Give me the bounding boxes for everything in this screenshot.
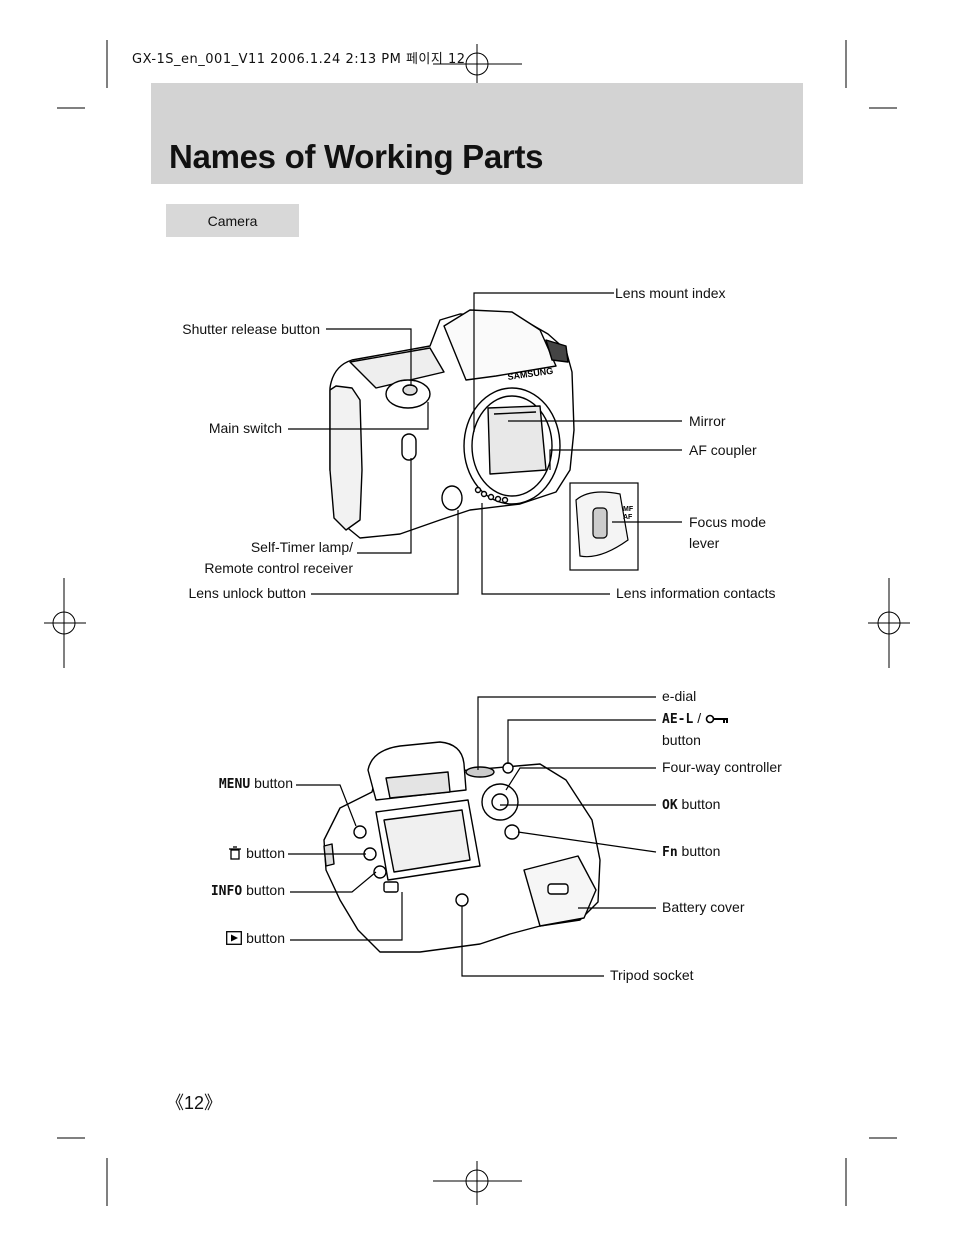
leader-menu: [296, 784, 357, 827]
info-button-shape: [373, 865, 387, 879]
play-icon: [226, 931, 243, 945]
ok-symbol: OK: [662, 798, 678, 813]
leader-ael: [507, 719, 656, 764]
ael-symbol: AE-L: [662, 712, 694, 727]
lens-unlock-shape: [441, 485, 463, 511]
ok-button-shape: [491, 793, 509, 811]
leader-lens-unlock: [311, 510, 459, 595]
page-title: Names of Working Parts: [169, 138, 544, 175]
label-lens-mount-index: Lens mount index: [615, 285, 726, 301]
label-tripod-socket: Tripod socket: [610, 967, 694, 983]
leader-four-way: [505, 767, 656, 791]
registration-mark-icon: [44, 578, 86, 668]
tripod-socket-shape: [455, 893, 469, 907]
label-mirror: Mirror: [689, 413, 726, 429]
registration-mark-icon: [433, 44, 522, 84]
label-fn-button: button: [681, 843, 721, 859]
leader-main-switch: [288, 402, 429, 430]
section-tab: Camera: [166, 204, 299, 237]
print-slug: GX-1S_en_001_V11 2006.1.24 2:13 PM 페이지 1…: [132, 52, 466, 67]
fn-symbol: Fn: [662, 845, 678, 860]
leader-fn: [517, 831, 657, 853]
leader-shutter-release: [326, 328, 412, 386]
label-shutter-release: Shutter release button: [182, 321, 320, 337]
label-ok-button: button: [681, 796, 721, 812]
label-battery-cover: Battery cover: [662, 899, 745, 915]
mirror-shape: [487, 405, 547, 475]
menu-button-shape: [353, 825, 367, 839]
label-self-timer-1: Self-Timer lamp/: [250, 539, 353, 555]
play-button-shape: [383, 881, 399, 893]
label-ael-button: button: [662, 732, 701, 748]
label-lens-info: Lens information contacts: [616, 585, 776, 601]
label-delete-button: button: [246, 845, 285, 861]
ael-separator: /: [697, 710, 702, 726]
leader-af-coupler: [549, 449, 682, 470]
grip: [329, 385, 363, 531]
leader-info: [290, 871, 377, 893]
leader-tripod: [461, 906, 604, 977]
info-symbol: INFO: [210, 884, 243, 899]
label-four-way: Four-way controller: [662, 759, 782, 775]
label-focus-mode-1: Focus mode: [689, 514, 767, 530]
header-band: [151, 83, 803, 184]
leader-lens-mount-index: [473, 292, 614, 432]
registration-mark-icon: [868, 578, 910, 668]
menu-symbol: MENU: [218, 777, 251, 792]
label-lens-unlock: Lens unlock button: [188, 585, 306, 601]
ael-button-shape: [502, 762, 514, 774]
registration-mark-icon: [433, 1161, 522, 1205]
af-label: AF: [623, 514, 633, 521]
label-play-button: button: [246, 930, 285, 946]
e-dial-shape: [465, 766, 495, 778]
leader-play: [290, 892, 403, 941]
fn-button-shape: [504, 824, 520, 840]
label-e-dial: e-dial: [662, 688, 697, 704]
leader-self-timer: [357, 458, 412, 554]
trash-icon: [229, 846, 242, 860]
label-main-switch: Main switch: [208, 420, 282, 436]
page-number: 《12》: [166, 1093, 223, 1113]
label-af-coupler: AF coupler: [689, 442, 757, 458]
label-focus-mode-2: lever: [689, 535, 720, 551]
mf-label: MF: [623, 506, 634, 513]
label-self-timer-2: Remote control receiver: [204, 560, 353, 576]
label-menu-button: button: [254, 775, 293, 791]
label-info-button: button: [246, 882, 285, 898]
key-icon: [705, 714, 728, 724]
leader-e-dial: [477, 696, 656, 770]
self-timer-lamp-shape: [401, 433, 417, 461]
leader-lens-info: [481, 503, 610, 595]
